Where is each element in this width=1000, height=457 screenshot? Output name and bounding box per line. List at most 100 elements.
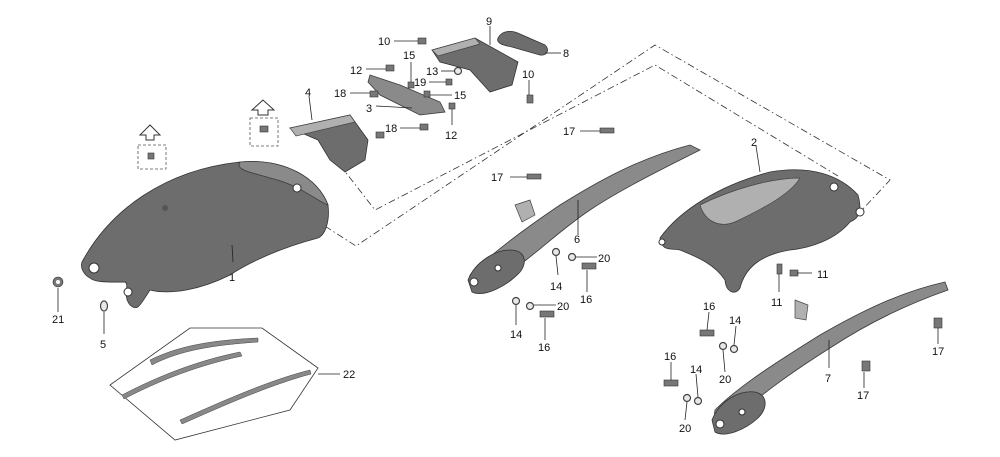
bracket-4-top — [289, 114, 356, 137]
bolt-16d — [663, 379, 679, 387]
reflector-part-8 — [497, 30, 548, 56]
rear-fender-part-2 — [658, 169, 865, 293]
washer-20d — [682, 393, 692, 403]
front-fender-part-1 — [81, 161, 329, 309]
callout-17a: 17 — [563, 126, 575, 138]
bolt-12b — [448, 102, 456, 110]
strut-7-hole — [715, 419, 725, 429]
bracket-9-top — [431, 37, 481, 57]
leader-lines — [57, 26, 939, 421]
nut-21-hole — [56, 280, 60, 284]
inset-fastener — [259, 125, 269, 133]
rear-fender-mount-point — [855, 207, 865, 217]
stripe-kit-outline — [109, 327, 319, 441]
callout-15a: 15 — [403, 50, 415, 62]
callout-18b: 18 — [385, 123, 397, 135]
callout-11a: 11 — [817, 269, 828, 281]
callout-19: 19 — [414, 77, 426, 89]
callout-11b: 11 — [771, 297, 782, 309]
callout-16b: 16 — [538, 342, 550, 354]
rear-fender-hole — [658, 238, 666, 246]
strut-7-hub — [711, 391, 766, 435]
washer-20c — [718, 341, 728, 351]
washer-14a — [551, 247, 561, 257]
front-fender-highlight — [238, 161, 329, 206]
callout-14b: 14 — [510, 329, 522, 341]
stripe-c — [179, 369, 312, 425]
callout-4: 4 — [305, 87, 311, 99]
callout-16d: 16 — [664, 351, 676, 363]
callout-8: 8 — [563, 48, 569, 60]
screw-top — [375, 131, 385, 139]
plate-part-3 — [367, 74, 446, 116]
bolt-17b — [526, 173, 542, 180]
callout-18a: 18 — [334, 88, 346, 100]
alternate-view-insets — [137, 99, 279, 170]
fender-mount-point — [292, 183, 302, 193]
strut-6-hub — [467, 249, 525, 294]
stripe-a — [149, 337, 259, 366]
stripe-b — [121, 351, 243, 400]
washer-14b — [511, 296, 521, 306]
callout-14c: 14 — [729, 315, 741, 327]
callout-1: 1 — [229, 272, 235, 284]
bolt-10a — [417, 37, 427, 45]
fender-strut-part-6 — [467, 144, 701, 294]
fender-mount-hole — [123, 287, 133, 297]
callout-13: 13 — [426, 66, 438, 78]
mounting-bracket-part-4 — [288, 114, 369, 173]
inset-box — [249, 117, 279, 147]
callout-12a: 12 — [350, 65, 362, 77]
bolt-17a — [599, 127, 615, 134]
reference-line-inner — [339, 64, 839, 211]
bolt-11b — [789, 269, 799, 277]
washer-20b — [525, 301, 535, 311]
callout-17b: 17 — [491, 172, 503, 184]
callout-17c: 17 — [932, 346, 944, 358]
callout-14d: 14 — [690, 364, 702, 376]
bolt-11a — [776, 263, 783, 275]
callout-3: 3 — [366, 103, 372, 115]
license-bracket-part-9 — [431, 37, 519, 93]
bolt-18b — [419, 123, 429, 131]
bolt-16b — [539, 310, 555, 318]
callout-labels: 1 2 3 4 5 6 7 8 9 10 10 11 11 12 12 13 1… — [52, 16, 944, 435]
washer-5 — [99, 300, 109, 312]
strut-6-tab — [514, 199, 536, 223]
bolt-19 — [445, 78, 453, 86]
callout-7: 7 — [825, 373, 831, 385]
callout-20d: 20 — [679, 423, 691, 435]
hardware-parts — [52, 37, 943, 406]
callout-16c: 16 — [703, 301, 715, 313]
fender-mount-hole — [88, 262, 100, 274]
up-arrow-icon — [138, 124, 162, 141]
callout-22: 22 — [343, 369, 355, 381]
callout-15b: 15 — [454, 90, 466, 102]
callout-10b: 10 — [522, 69, 534, 81]
inset-fastener — [147, 152, 155, 160]
washer-13 — [453, 66, 463, 76]
washer-14d — [693, 396, 703, 406]
washer-20a — [567, 252, 577, 262]
bolt-18a — [369, 90, 379, 98]
bolt-15b — [423, 90, 431, 98]
callout-9: 9 — [486, 16, 492, 28]
inset-box — [137, 144, 167, 170]
stripe-kit-part-22 — [109, 327, 319, 441]
callout-12b: 12 — [445, 130, 457, 142]
callout-10a: 10 — [378, 36, 390, 48]
rear-fender-inner — [699, 177, 801, 225]
plate-3-body — [367, 74, 446, 116]
strut-6-hole — [494, 264, 502, 272]
callout-21: 21 — [52, 314, 64, 326]
strut-7-tab — [794, 299, 809, 321]
callout-5: 5 — [100, 339, 106, 351]
washer-14c — [729, 344, 739, 354]
bolt-16c — [699, 329, 715, 337]
callout-6: 6 — [574, 234, 580, 246]
rear-fender-mount-point — [829, 182, 839, 192]
callout-2: 2 — [751, 137, 757, 149]
callout-14a: 14 — [550, 281, 562, 293]
callout-20b: 20 — [557, 301, 569, 313]
